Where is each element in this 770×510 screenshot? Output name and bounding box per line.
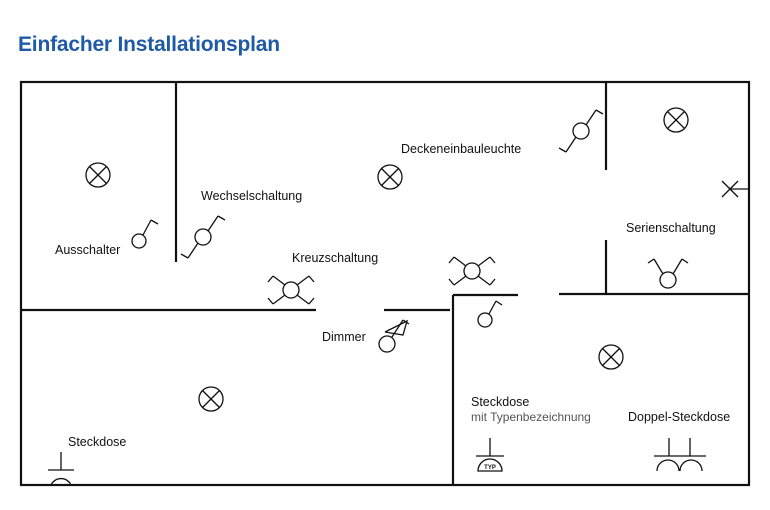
label-doppel-steckdose: Doppel-Steckdose bbox=[628, 410, 730, 424]
socket-icon bbox=[48, 452, 74, 486]
switch-off-icon bbox=[477, 300, 503, 328]
outer-wall bbox=[19, 80, 751, 487]
lamp-icon bbox=[598, 344, 624, 370]
walls bbox=[19, 80, 751, 487]
lamp-icon bbox=[85, 162, 111, 188]
series-switch-icon bbox=[647, 258, 689, 289]
lamp-icon bbox=[377, 164, 403, 190]
typed-socket-icon bbox=[476, 438, 504, 472]
dimmer-icon bbox=[378, 319, 410, 353]
label-kreuzschaltung: Kreuzschaltung bbox=[292, 251, 378, 265]
two-way-switch-icon bbox=[180, 215, 226, 259]
label-deckeneinbauleuchte: Deckeneinbauleuchte bbox=[401, 142, 521, 156]
label-wechselschaltung: Wechselschaltung bbox=[201, 189, 302, 203]
switch-off-icon bbox=[131, 219, 159, 249]
label-dimmer: Dimmer bbox=[322, 330, 366, 344]
lamp-icon bbox=[663, 107, 689, 133]
wall-lamp-icon bbox=[721, 180, 749, 198]
cross-switch-icon bbox=[267, 275, 315, 305]
typ-mark: TYP bbox=[484, 465, 496, 471]
label-steckdose: Steckdose bbox=[68, 435, 126, 449]
double-socket-icon bbox=[654, 438, 706, 472]
label-serienschaltung: Serienschaltung bbox=[626, 221, 716, 235]
label-steckdose-typ: Steckdose bbox=[471, 395, 529, 409]
label-steckdose-typ-sub: mit Typenbezeichnung bbox=[471, 410, 591, 424]
label-ausschalter: Ausschalter bbox=[55, 243, 120, 257]
two-way-switch-icon bbox=[558, 109, 604, 153]
cross-switch-icon bbox=[448, 256, 496, 286]
lamp-icon bbox=[198, 386, 224, 412]
page-title: Einfacher Installationsplan bbox=[18, 33, 280, 56]
